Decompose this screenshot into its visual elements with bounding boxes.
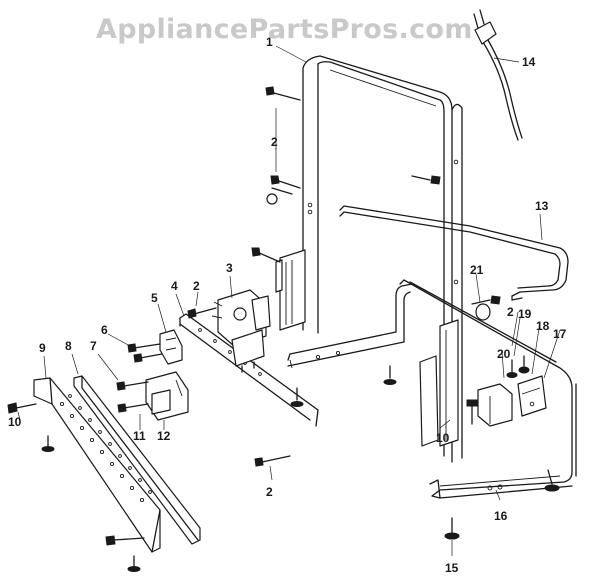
callout-16: 16	[494, 509, 508, 523]
callout-21: 21	[470, 263, 484, 277]
channel-strip	[439, 319, 459, 447]
callout-19: 19	[518, 307, 532, 321]
screws	[7, 86, 560, 572]
angle-bracket	[517, 375, 547, 417]
hinge-bracket	[275, 249, 306, 331]
callout-9: 9	[39, 341, 46, 355]
callout-20: 20	[497, 347, 511, 361]
rail-bracket	[287, 283, 413, 369]
callout-labels: 1 2 2 2 2 3 4 5 6 7 8 9 10 10 11 12 13 1…	[8, 35, 567, 575]
callout-2-right: 2	[507, 305, 514, 319]
callout-18: 18	[536, 319, 550, 333]
leader-lines	[17, 45, 561, 556]
callout-2-upper: 2	[271, 135, 278, 149]
switch-assembly	[145, 371, 189, 421]
callout-8: 8	[65, 339, 72, 353]
callout-10-right: 10	[436, 431, 450, 445]
callout-2-valve: 2	[193, 279, 200, 293]
callout-3: 3	[226, 261, 233, 275]
support-rod	[339, 205, 569, 301]
long-rail	[179, 313, 319, 427]
watermark: AppliancePartsPros.com	[96, 14, 473, 45]
power-cord	[473, 9, 523, 141]
callout-11: 11	[133, 429, 146, 443]
side-panel	[419, 355, 439, 447]
callout-6: 6	[101, 323, 108, 337]
small-bracket	[477, 383, 513, 427]
callout-1: 1	[266, 35, 273, 49]
callout-5: 5	[151, 291, 158, 305]
callout-17: 17	[553, 327, 567, 341]
callout-2-lower: 2	[266, 485, 273, 499]
callout-15: 15	[445, 561, 459, 575]
perforated-panel	[33, 377, 161, 553]
knob	[475, 303, 491, 321]
callout-13: 13	[535, 199, 549, 213]
small-switch	[159, 329, 183, 365]
callout-10-left: 10	[8, 415, 22, 429]
callout-7: 7	[90, 339, 97, 353]
angle-strip	[73, 375, 201, 545]
water-valve	[211, 289, 271, 373]
callout-14: 14	[522, 55, 536, 69]
callout-12: 12	[157, 429, 171, 443]
door-frame	[302, 55, 463, 463]
bottom-frame	[399, 279, 577, 499]
callout-4: 4	[171, 279, 178, 293]
